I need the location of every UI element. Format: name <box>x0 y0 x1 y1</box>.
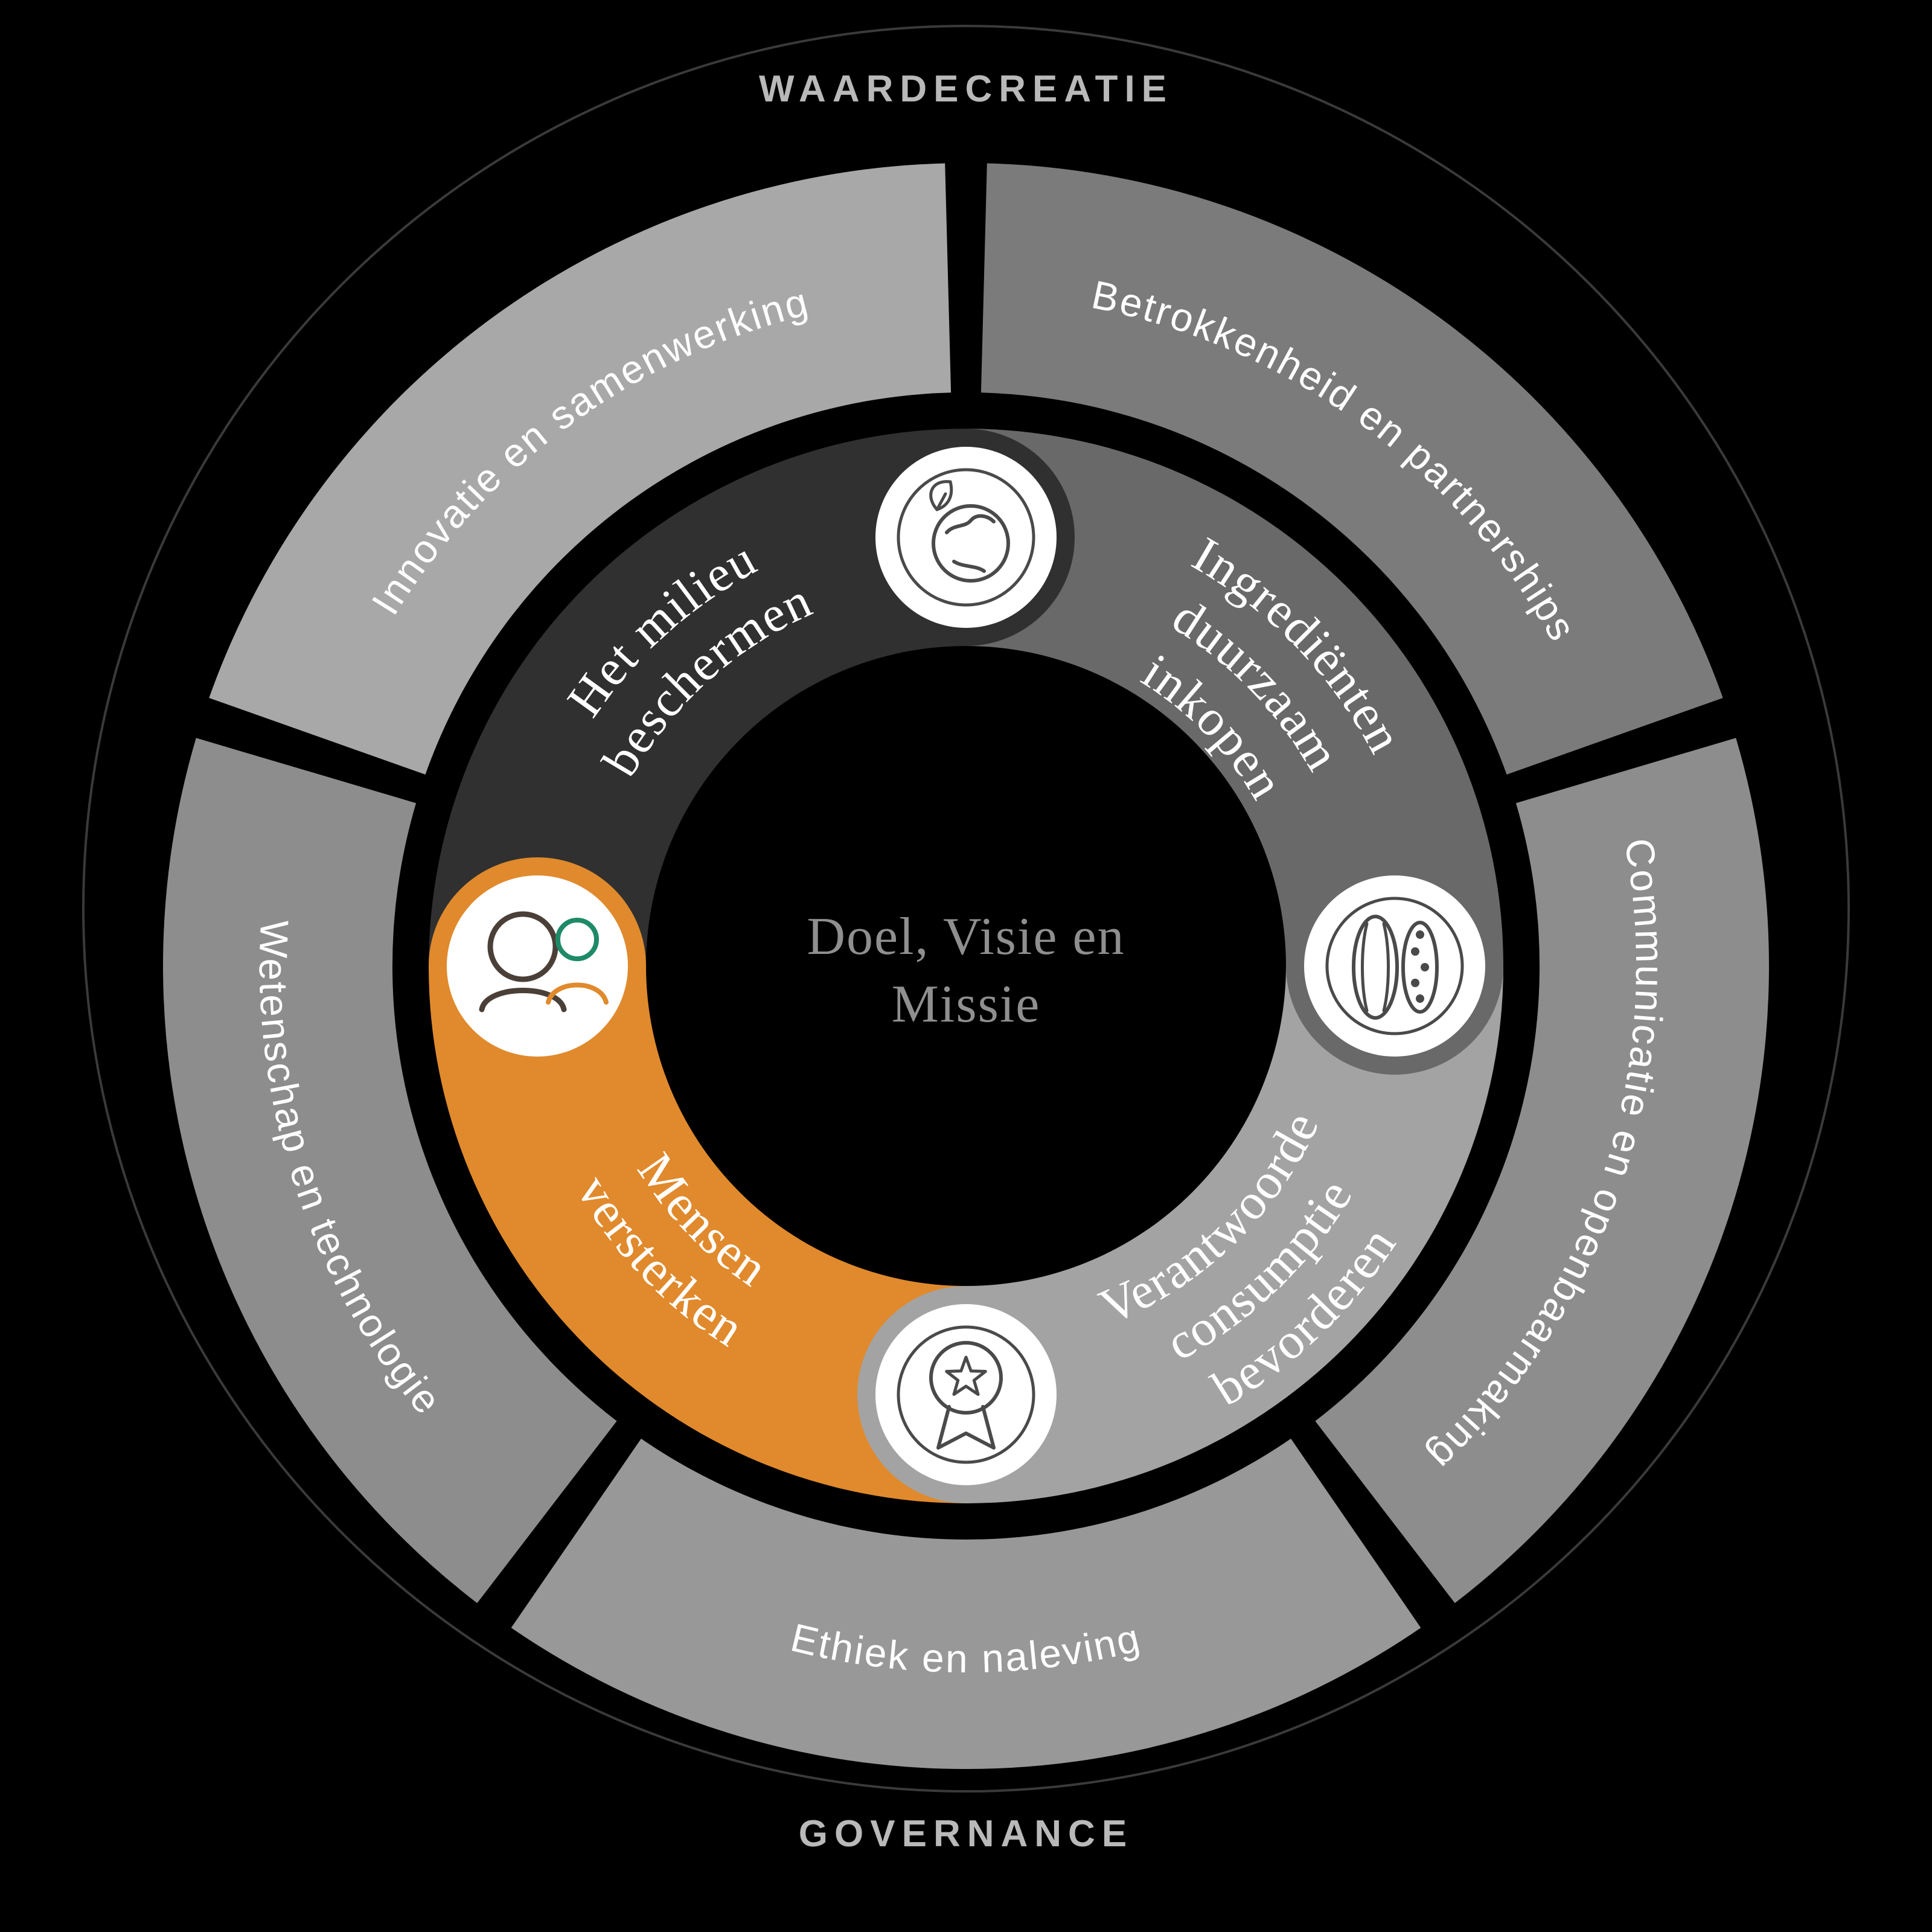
cocoa-seed <box>1421 963 1429 971</box>
globe-continent-south <box>952 560 986 573</box>
earth-leaf-icon-ring <box>897 468 1035 607</box>
person-head-large <box>487 911 558 982</box>
cocoa-pod-icon-disc <box>1304 875 1485 1057</box>
award-medal-icon <box>897 1325 1035 1464</box>
award-medal-icon-disc <box>875 1304 1057 1485</box>
center-title-line2: Missie <box>892 975 1041 1034</box>
governance-segment-innovatie <box>209 163 952 775</box>
medal-ribbons <box>936 1405 996 1450</box>
leaf-shape <box>929 480 953 511</box>
cocoa-pod-half <box>1401 921 1439 1014</box>
governance-segment-ethiek <box>511 1438 1421 1769</box>
leaf-stem <box>935 492 947 511</box>
outer-title-bottom: GOVERNANCE <box>799 1813 1133 1855</box>
cocoa-pod-whole <box>1352 915 1399 1020</box>
governance-segment-betrokkenheid <box>980 163 1723 775</box>
person-head-small <box>555 918 599 961</box>
cocoa-seed <box>1411 979 1419 987</box>
medal-circle <box>929 1341 1003 1415</box>
medal-star <box>945 1355 987 1396</box>
cocoa-pod-icon <box>1325 897 1464 1035</box>
outer-boundary-circle <box>82 25 1850 1793</box>
earth-leaf-icon <box>897 468 1035 607</box>
earth-leaf-icon-disc <box>875 447 1057 628</box>
cocoa-seed <box>1416 994 1424 1003</box>
cocoa-pod-ridge-right <box>1382 922 1390 1012</box>
governance-segment-communicatie <box>1315 738 1769 1604</box>
person-shoulders-large <box>479 988 567 1012</box>
globe-continent-north <box>945 514 996 534</box>
pillar-segment-mensen <box>429 966 966 1503</box>
cocoa-seed <box>1411 947 1419 956</box>
governance-segment-wetenschap <box>163 738 617 1604</box>
cocoa-pod-ridge-left <box>1361 922 1369 1012</box>
person-shoulders-small <box>546 982 609 1005</box>
award-medal-icon-ring <box>897 1325 1035 1464</box>
pillar-segment-verantwoorde <box>966 966 1503 1503</box>
center-title-line1: Doel, Visie en <box>807 907 1125 966</box>
people-icon <box>479 911 609 1012</box>
globe-outline <box>932 504 1010 583</box>
cocoa-pod-icon-ring <box>1325 897 1464 1035</box>
pillar-segment-ingredienten <box>966 429 1503 966</box>
cocoa-seeds <box>1411 930 1429 1003</box>
people-icon-disc <box>447 875 628 1057</box>
outer-title-top: WAARDECREATIE <box>759 68 1173 110</box>
pillar-segment-milieu <box>429 429 966 966</box>
cocoa-seed <box>1416 930 1424 939</box>
